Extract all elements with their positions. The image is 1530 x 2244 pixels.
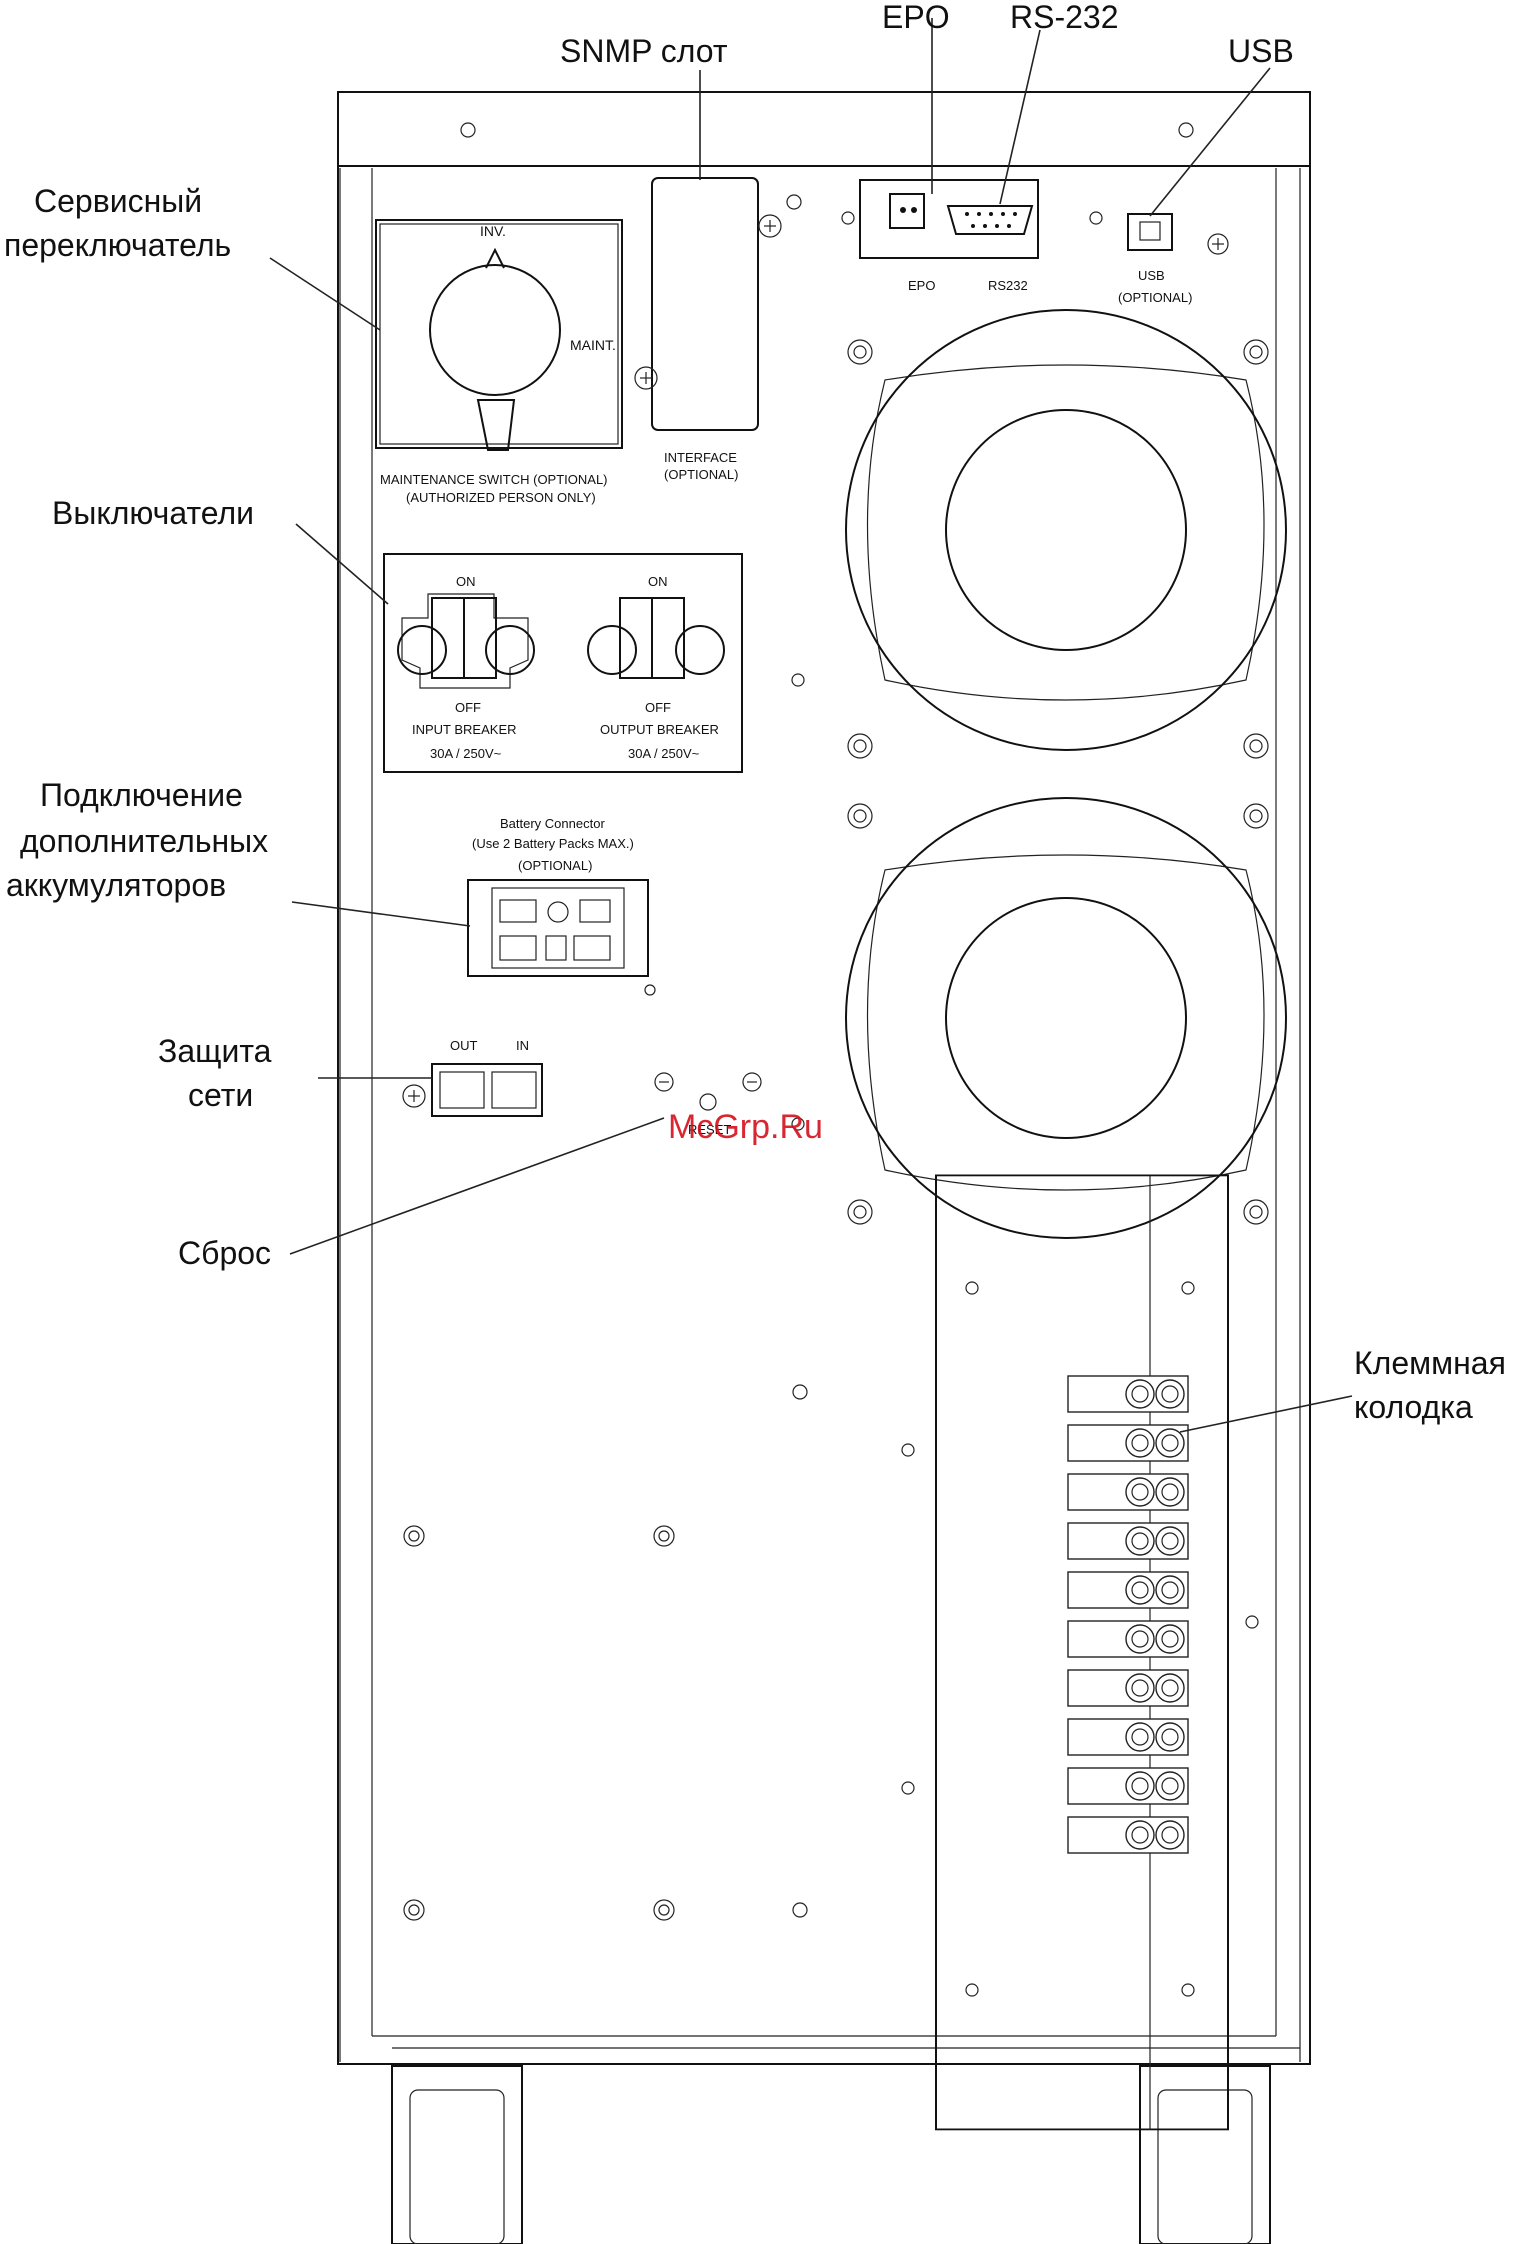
- network-callout-2: сети: [188, 1077, 253, 1113]
- terminal-row: [1067, 1718, 1189, 1756]
- battery-callout: Подключение: [40, 777, 243, 813]
- inv-label: INV.: [480, 223, 506, 239]
- maintenance-switch: INV. MAINT. MAINTENANCE SWITCH (OPTIONAL…: [375, 219, 623, 505]
- maint-switch-caption: MAINTENANCE SWITCH (OPTIONAL): [380, 472, 608, 487]
- reset-callout: Сброс: [178, 1235, 271, 1271]
- input-off-label: OFF: [455, 700, 481, 715]
- terminal-row: [1067, 1522, 1189, 1560]
- wheel-right: [1139, 2065, 1271, 2244]
- output-on-label: ON: [648, 574, 668, 589]
- interface-label-2: (OPTIONAL): [664, 467, 738, 482]
- battery-connector: Battery Connector (Use 2 Battery Packs M…: [467, 816, 656, 996]
- net-out-label: OUT: [450, 1038, 478, 1053]
- usb-port: USB (OPTIONAL): [1118, 213, 1229, 305]
- interface-label: INTERFACE: [664, 450, 737, 465]
- cabinet: [337, 91, 1311, 2065]
- epo-callout: EPO: [882, 0, 950, 35]
- terminal-rows: [1067, 1375, 1189, 1854]
- input-breaker-label: INPUT BREAKER: [412, 722, 517, 737]
- terminal-row: [1067, 1767, 1189, 1805]
- fan-upper: [845, 309, 1287, 759]
- maint-switch-caption-2: (AUTHORIZED PERSON ONLY): [406, 490, 596, 505]
- rs232-callout: RS-232: [1010, 0, 1119, 35]
- epo-rs232-plate: EPO RS232: [841, 179, 1103, 293]
- net-in-label: IN: [516, 1038, 529, 1053]
- battery-conn-label-2: (Use 2 Battery Packs MAX.): [472, 836, 634, 851]
- service-switch-callout-2: переключатель: [4, 227, 231, 263]
- battery-callout-3: аккумуляторов: [6, 867, 226, 903]
- output-rating-label: 30A / 250V~: [628, 746, 700, 761]
- output-breaker-label: OUTPUT BREAKER: [600, 722, 719, 737]
- network-protection: OUT IN: [402, 1038, 543, 1117]
- reset-button: RESET: [654, 1072, 762, 1137]
- terminal-block: [935, 1174, 1229, 2131]
- terminal-callout: Клеммная: [1354, 1345, 1506, 1381]
- panel-screws: [403, 1281, 1259, 1997]
- watermark: McGrp.Ru: [668, 1108, 823, 1146]
- wheel-left: [391, 2065, 523, 2244]
- fan-lower: [791, 673, 1287, 1239]
- reset-label: RESET: [688, 1122, 731, 1137]
- battery-conn-label: Battery Connector: [500, 816, 605, 831]
- network-callout: Защита: [158, 1033, 272, 1069]
- battery-callout-2: дополнительных: [20, 823, 268, 859]
- snmp-slot: INTERFACE (OPTIONAL): [634, 177, 802, 482]
- usb-port-label: USB: [1138, 268, 1165, 283]
- battery-conn-label-3: (OPTIONAL): [518, 858, 592, 873]
- breaker-panel: ON ON OFF OFF INPUT BREAKER OUTPUT BREAK…: [383, 553, 743, 773]
- terminal-callout-2: колодка: [1354, 1389, 1473, 1425]
- snmp-slot-callout: SNMP слот: [560, 33, 728, 69]
- terminal-row: [1067, 1375, 1189, 1413]
- leader-lines: [269, 18, 1353, 1433]
- input-rating-label: 30A / 250V~: [430, 746, 502, 761]
- terminal-row: [1067, 1669, 1189, 1707]
- terminal-row: [1067, 1620, 1189, 1658]
- output-off-label: OFF: [645, 700, 671, 715]
- service-switch-callout: Сервисный: [34, 183, 202, 219]
- terminal-row: [1067, 1571, 1189, 1609]
- terminal-row: [1067, 1473, 1189, 1511]
- callout-labels: SNMP слот EPO RS-232 USB Сервисный перек…: [4, 0, 1506, 1425]
- epo-port-label: EPO: [908, 278, 935, 293]
- usb-port-label-2: (OPTIONAL): [1118, 290, 1192, 305]
- usb-callout: USB: [1228, 33, 1294, 69]
- maint-label: MAINT.: [570, 337, 616, 353]
- terminal-row: [1067, 1816, 1189, 1854]
- input-on-label: ON: [456, 574, 476, 589]
- terminal-row: [1067, 1424, 1189, 1462]
- breakers-callout: Выключатели: [52, 495, 254, 531]
- rs232-port-label: RS232: [988, 278, 1028, 293]
